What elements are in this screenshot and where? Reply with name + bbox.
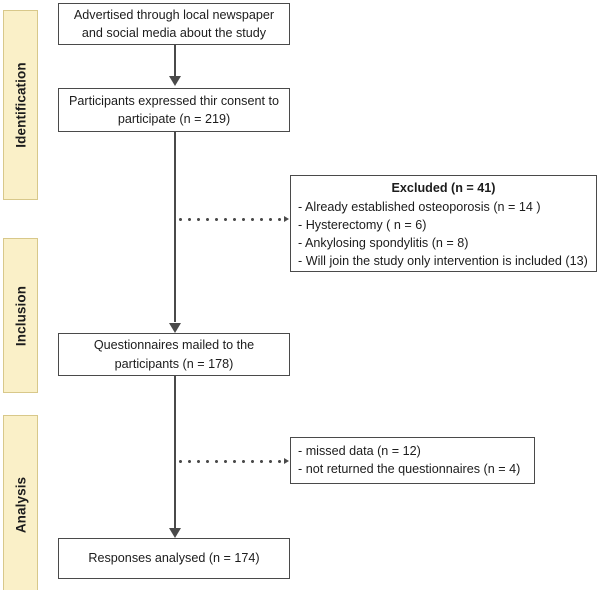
connector-line-questionnaires-to-analysed [174, 375, 176, 530]
excluded-reason-list: - Already established osteoporosis (n = … [298, 199, 589, 271]
arrow-head-questionnaires [169, 323, 181, 333]
excluded-reason-item: - Hysterectomy ( n = 6) [298, 217, 427, 232]
arrow-head-consent [169, 76, 181, 86]
dotted-arrow-dropout [284, 458, 289, 464]
stage-band-inclusion: Inclusion [3, 238, 38, 393]
dotted-connector-dropout [176, 460, 284, 463]
note-box-excluded: Excluded (n = 41) - Already established … [290, 175, 597, 272]
dropout-reason-list: - missed data (n = 12) - not returned th… [298, 443, 527, 479]
excluded-reason-item: - Ankylosing spondylitis (n = 8) [298, 235, 469, 250]
excluded-reason-item: - Will join the study only intervention … [298, 253, 588, 268]
stage-band-identification: Identification [3, 10, 38, 200]
flow-box-consent-text: Participants expressed thir consent to p… [68, 93, 279, 126]
arrow-head-responses-analysed [169, 528, 181, 538]
flow-box-responses-analysed-text: Responses analysed (n = 174) [88, 551, 260, 566]
dotted-connector-excluded [176, 218, 284, 221]
excluded-title: Excluded (n = 41) [391, 181, 496, 195]
flow-box-advertisement: Advertised through local newspaper and s… [58, 3, 290, 45]
flow-box-advertisement-text: Advertised through local newspaper and s… [73, 7, 275, 40]
note-box-dropout: - missed data (n = 12) - not returned th… [290, 437, 535, 484]
flow-box-responses-analysed: Responses analysed (n = 174) [58, 538, 290, 579]
connector-line-consent-to-questionnaires [174, 132, 176, 322]
dropout-reason-item: - missed data (n = 12) [298, 444, 421, 458]
flow-box-questionnaires-mailed-text: Questionnaires mailed to the participant… [93, 338, 255, 371]
stage-label-identification: Identification [13, 62, 28, 148]
dotted-arrow-excluded [284, 216, 289, 222]
stage-band-analysis: Analysis [3, 415, 38, 590]
connector-line-advertisement-to-consent [174, 44, 176, 80]
flow-box-consent: Participants expressed thir consent to p… [58, 88, 290, 132]
flow-box-questionnaires-mailed: Questionnaires mailed to the participant… [58, 333, 290, 376]
stage-label-inclusion: Inclusion [13, 285, 28, 346]
dropout-reason-item: - not returned the questionnaires (n = 4… [298, 461, 521, 476]
excluded-reason-item: - Already established osteoporosis (n = … [298, 199, 541, 214]
stage-label-analysis: Analysis [13, 476, 28, 534]
